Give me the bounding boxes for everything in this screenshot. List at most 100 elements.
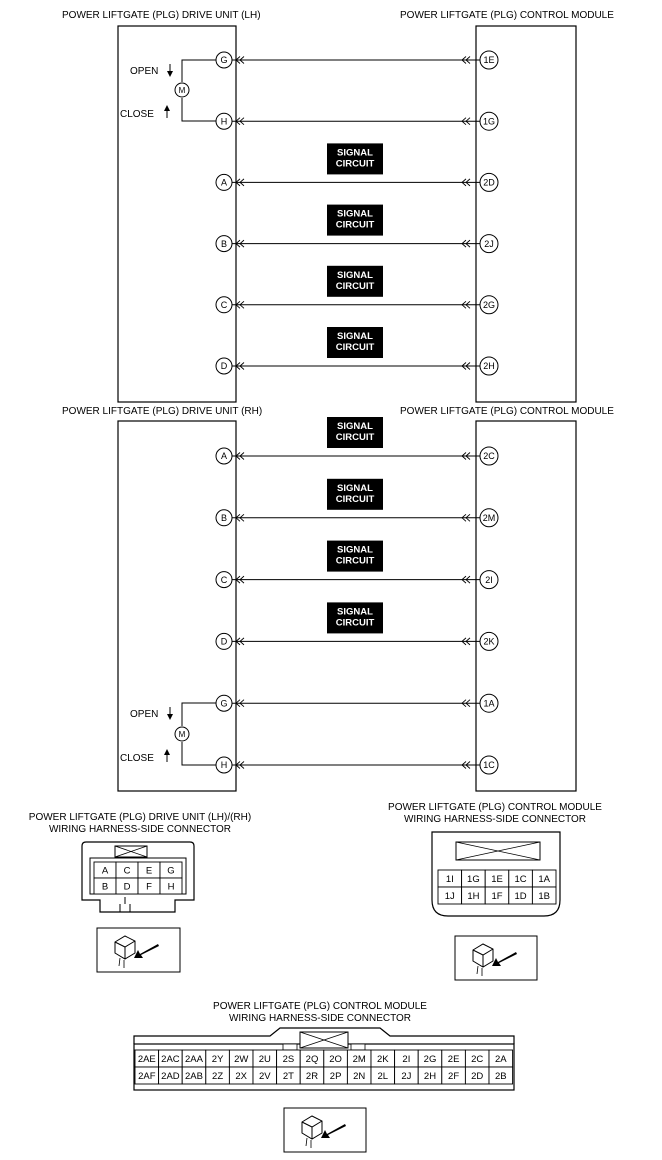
connector-terminal: H	[159, 877, 183, 895]
connector-terminal: 2R	[299, 1066, 325, 1085]
svg-text:OPEN: OPEN	[130, 66, 158, 77]
svg-text:2AC: 2AC	[161, 1054, 180, 1065]
svg-text:2L: 2L	[378, 1071, 389, 1082]
svg-text:2U: 2U	[259, 1054, 271, 1065]
rh-open-label: OPEN	[130, 707, 173, 720]
connector-terminal: 1A	[531, 869, 557, 888]
module-pin-label: 1E	[483, 55, 494, 65]
drive-pin-label: B	[221, 239, 227, 249]
svg-text:C: C	[124, 865, 131, 876]
module-pin-label: 2G	[483, 300, 495, 310]
svg-text:2T: 2T	[283, 1071, 294, 1082]
connector-terminal: E	[137, 861, 161, 879]
svg-text:2K: 2K	[377, 1054, 389, 1065]
connector-terminal: 2U	[252, 1049, 278, 1068]
connector-terminal: 2P	[323, 1066, 348, 1085]
connector-terminal: 1C	[508, 869, 533, 888]
connector-terminal: 2Q	[299, 1049, 325, 1068]
svg-text:2G: 2G	[424, 1054, 437, 1065]
connector-terminal: 2H	[417, 1066, 443, 1085]
svg-text:2O: 2O	[329, 1054, 342, 1065]
svg-text:1H: 1H	[467, 891, 479, 902]
svg-text:A: A	[102, 865, 109, 876]
svg-text:F: F	[146, 881, 152, 892]
connector-terminal: 2AA	[181, 1049, 207, 1068]
svg-text:2AB: 2AB	[185, 1071, 203, 1082]
svg-text:SIGNAL: SIGNAL	[337, 421, 373, 432]
connector-terminal: 2G	[417, 1049, 443, 1068]
svg-text:1C: 1C	[515, 874, 527, 885]
rh-drive-unit-title: POWER LIFTGATE (PLG) DRIVE UNIT (RH)	[62, 406, 262, 417]
lh-motor: M	[174, 59, 224, 122]
svg-text:1B: 1B	[538, 891, 550, 902]
svg-text:2R: 2R	[306, 1071, 318, 1082]
svg-text:CLOSE: CLOSE	[120, 109, 154, 120]
rh-control-module-box	[475, 420, 577, 792]
drive-pin-label: D	[221, 637, 228, 647]
svg-text:SIGNAL: SIGNAL	[337, 147, 373, 158]
svg-text:2H: 2H	[424, 1071, 436, 1082]
connector-terminal: 2I	[394, 1049, 419, 1068]
svg-text:CIRCUIT: CIRCUIT	[336, 342, 375, 353]
svg-text:2D: 2D	[471, 1071, 483, 1082]
svg-text:SIGNAL: SIGNAL	[337, 209, 373, 220]
svg-text:H: H	[168, 881, 175, 892]
module-connector-1-title-1: POWER LIFTGATE (PLG) CONTROL MODULE	[388, 802, 602, 813]
svg-text:2C: 2C	[471, 1054, 483, 1065]
lh-drive-unit-title: POWER LIFTGATE (PLG) DRIVE UNIT (LH)	[62, 10, 261, 21]
drive-connector-title-1: POWER LIFTGATE (PLG) DRIVE UNIT (LH)/(RH…	[29, 812, 251, 823]
svg-text:2A: 2A	[495, 1054, 507, 1065]
svg-text:1I: 1I	[446, 874, 454, 885]
drive-pin-label: G	[220, 55, 227, 65]
svg-text:2M: 2M	[353, 1054, 366, 1065]
module-pin-label: 2H	[483, 361, 495, 371]
connector-terminal: 2S	[276, 1049, 301, 1068]
connector-terminal: 2V	[252, 1066, 278, 1085]
drive-pin-label: G	[220, 698, 227, 708]
lh-control-module-box	[475, 25, 577, 403]
drive-pin-label: C	[221, 575, 228, 585]
svg-text:E: E	[146, 865, 152, 876]
connector-terminal: 1B	[531, 886, 557, 905]
connector-terminal: 2B	[488, 1066, 514, 1085]
connector-terminal: 2AF	[134, 1066, 160, 1085]
connector-terminal: 2Y	[205, 1049, 230, 1068]
connector-terminal: 1F	[484, 886, 510, 905]
connector-terminal: 2AC	[158, 1049, 183, 1068]
svg-text:B: B	[102, 881, 108, 892]
module-connector-1-title-2: WIRING HARNESS-SIDE CONNECTOR	[404, 814, 586, 825]
module-pin-label: 2I	[485, 575, 493, 585]
connector-terminal: 2AE	[134, 1049, 160, 1068]
connector-terminal: 1H	[461, 886, 486, 905]
connector-terminal: 2C	[464, 1049, 490, 1068]
svg-text:2B: 2B	[495, 1071, 507, 1082]
svg-text:CIRCUIT: CIRCUIT	[336, 432, 375, 443]
connector-terminal: 2AB	[181, 1066, 207, 1085]
drive-pin-label: H	[221, 760, 228, 770]
connector-terminal: 2D	[464, 1066, 490, 1085]
svg-text:SIGNAL: SIGNAL	[337, 270, 373, 281]
connector-terminal: 2M	[346, 1049, 372, 1068]
svg-text:1G: 1G	[467, 874, 480, 885]
svg-text:2AA: 2AA	[185, 1054, 204, 1065]
connector-terminal: C	[115, 861, 139, 879]
svg-text:1D: 1D	[515, 891, 527, 902]
module-pin-label: 2D	[483, 178, 495, 188]
svg-text:2S: 2S	[283, 1054, 295, 1065]
svg-text:2N: 2N	[353, 1071, 365, 1082]
drive-pin-label: H	[221, 116, 228, 126]
drive-connector-view-icon	[96, 927, 181, 973]
svg-text:SIGNAL: SIGNAL	[337, 545, 373, 556]
svg-text:2I: 2I	[402, 1054, 410, 1065]
svg-text:2P: 2P	[330, 1071, 342, 1082]
